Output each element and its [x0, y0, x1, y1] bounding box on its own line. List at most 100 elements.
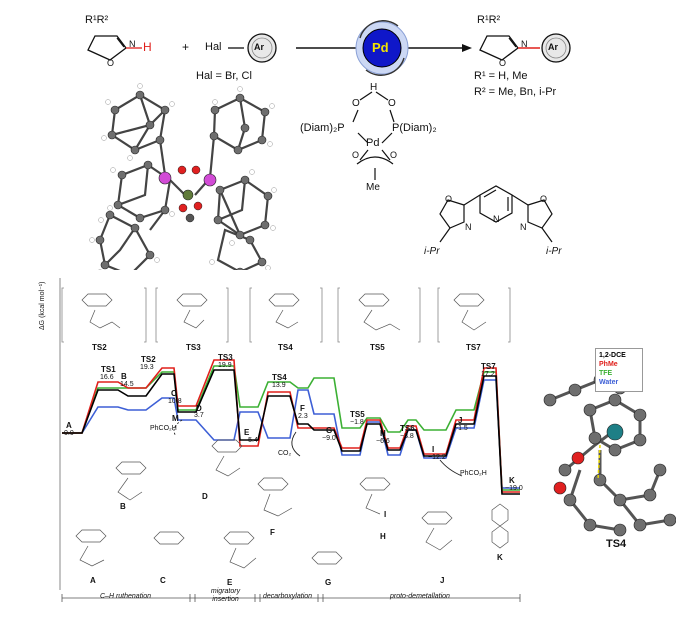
- catalyst-o-right: O: [388, 98, 396, 109]
- pybox-o-left: O: [445, 194, 453, 204]
- phase-decarboxylation: decarboxylation: [263, 593, 313, 600]
- point-value-ts6: −3.8: [400, 433, 414, 440]
- point-label-j: J: [458, 416, 463, 425]
- ar-label-reactant: Ar: [254, 42, 265, 52]
- ts-sketches: [81, 293, 487, 331]
- r1-definition: R¹ = H, Me: [474, 70, 528, 82]
- energy-profile-diagram: [59, 278, 676, 602]
- ruthenium-atom: [606, 423, 624, 441]
- point-value-ts7: 17.2: [481, 371, 495, 378]
- structure-label-e: E: [227, 578, 233, 587]
- reaction-scheme: [87, 20, 571, 270]
- point-value-ts2: 19.3: [140, 364, 154, 371]
- point-value-f: 2.3: [298, 413, 308, 420]
- structure-label-f: F: [270, 528, 275, 537]
- catalyst-pd: Pd: [366, 137, 380, 149]
- phase-proto-demetallation: proto-demetallation: [390, 593, 450, 600]
- pybox-n-pyridine: N: [493, 214, 500, 224]
- co2-annotation: CO₂: [278, 450, 292, 457]
- point-label-i: I: [432, 445, 435, 454]
- point-label-ts6: TS6: [400, 424, 415, 433]
- pybox-ipr-right: i-Pr: [546, 246, 562, 257]
- structure-label-g: G: [325, 578, 332, 587]
- point-label-ts5: TS5: [350, 410, 365, 419]
- energy-profile-lines: [62, 359, 520, 495]
- phco2h-annotation-2: PhCO₂H: [460, 470, 487, 477]
- catalyst-o-left: O: [352, 98, 360, 109]
- pd-catalyst-label: Pd: [372, 40, 389, 55]
- point-value-g: −9.0: [322, 435, 336, 442]
- phosphorus-atom-left: [158, 171, 172, 185]
- o-label-left: O: [107, 58, 115, 68]
- catalyst-structure: [352, 91, 395, 180]
- ts-header-ts4: TS4: [278, 343, 293, 352]
- catalyst-p-left: (Diam)₂P: [300, 122, 345, 134]
- point-value-c: 10.8: [168, 398, 182, 405]
- legend-phme: PhMe: [599, 361, 618, 368]
- plus-sign: +: [182, 40, 190, 54]
- catalyst-me: Me: [366, 182, 380, 193]
- point-label-ts3: TS3: [218, 353, 233, 362]
- point-value-k: −19.0: [505, 485, 523, 492]
- point-label-k: K: [509, 476, 515, 485]
- point-label-ts7: TS7: [481, 362, 496, 371]
- point-value-i: −12.2: [428, 454, 446, 461]
- point-value-ts4: 13.9: [272, 382, 286, 389]
- point-label-ts4: TS4: [272, 373, 287, 382]
- pybox-n-right: N: [520, 222, 527, 232]
- point-value-e: −5.4: [244, 437, 258, 444]
- point-label-m: M: [172, 414, 179, 423]
- oxazoline-reactant: [87, 35, 142, 61]
- structure-label-j: J: [440, 576, 445, 585]
- point-label-b: B: [121, 372, 127, 381]
- point-value-ts3: 19.9: [218, 362, 232, 369]
- ts4-3d-model: [543, 373, 676, 537]
- palladium-atom: [182, 189, 194, 201]
- ar-label-product: Ar: [548, 42, 559, 52]
- phosphorus-atom-right: [203, 173, 217, 187]
- legend-water: Water: [599, 379, 619, 386]
- ts-header-ts3: TS3: [186, 343, 201, 352]
- phco2h-annotation-1: PhCO₂H: [150, 425, 177, 432]
- phase-bar: [61, 594, 521, 602]
- pybox-o-right: O: [540, 194, 548, 204]
- point-label-c: C: [171, 389, 177, 398]
- y-axis-label: ΔG (kcal mol⁻¹): [39, 281, 46, 330]
- point-label-ts2: TS2: [141, 355, 156, 364]
- point-value-d: 3.7: [194, 412, 204, 419]
- structure-label-b: B: [120, 502, 126, 511]
- structure-label-d: D: [202, 492, 208, 501]
- point-value-b: 14.5: [120, 381, 134, 388]
- legend-tfe: TFE: [599, 370, 613, 377]
- point-label-f: F: [300, 404, 305, 413]
- n-label-left: N: [129, 39, 136, 49]
- ts-header-ts2: TS2: [92, 343, 107, 352]
- ts-header-ts7: TS7: [466, 343, 481, 352]
- solvent-legend: 1,2-DCE PhMe TFE Water: [595, 348, 643, 392]
- reaction-arrow: [296, 20, 472, 76]
- point-value-h: −6.6: [376, 438, 390, 445]
- r1r2-label-left: R¹R²: [85, 14, 109, 26]
- hal-definition: Hal = Br, Cl: [196, 70, 252, 82]
- pybox-ligand: [439, 185, 553, 243]
- phase-migratory-insertion: migratory insertion: [210, 588, 241, 603]
- structure-label-c: C: [160, 576, 166, 585]
- structure-label-h: H: [380, 532, 386, 541]
- ts4-model-label: TS4: [606, 538, 627, 550]
- point-value-a: 0.0: [64, 430, 74, 437]
- intermediate-sketches: [75, 439, 509, 569]
- structure-label-k: K: [497, 553, 503, 562]
- point-label-g: G: [326, 426, 333, 435]
- point-value-ts5: −1.8: [350, 419, 364, 426]
- pybox-n-left: N: [465, 222, 472, 232]
- hal-label: Hal: [205, 41, 222, 53]
- catalyst-o-lower-right: O: [390, 150, 398, 160]
- point-label-e: E: [244, 428, 250, 437]
- n-label-right: N: [521, 39, 528, 49]
- point-label-h: H: [380, 429, 386, 438]
- catalyst-o-lower-left: O: [352, 150, 360, 160]
- r1r2-label-right: R¹R²: [477, 14, 501, 26]
- point-value-ts1: 16.6: [100, 374, 114, 381]
- phase-ch-ruthenation: C–H ruthenation: [100, 593, 151, 600]
- point-label-a: A: [66, 421, 72, 430]
